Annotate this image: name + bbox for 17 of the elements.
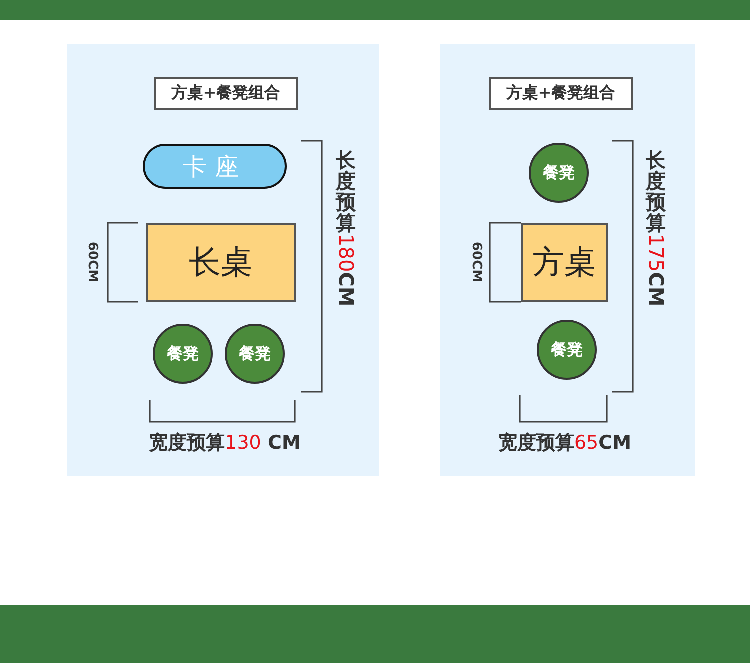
table-box: 方桌 — [521, 223, 608, 302]
dimension-label: 长度预算180CM — [334, 150, 359, 307]
dimension-label: 宽度预算130 CM — [148, 431, 302, 456]
booth-seat: 卡座 — [143, 144, 287, 189]
panel-background — [67, 44, 379, 476]
stool-circle: 餐凳 — [153, 324, 213, 384]
stool-circle: 餐凳 — [225, 324, 285, 384]
panel-background — [440, 44, 695, 476]
dimension-label: 60CM — [468, 241, 485, 285]
title-box: 方桌+餐凳组合 — [154, 77, 298, 110]
dimension-label: 宽度预算65CM — [497, 431, 633, 456]
table-box: 长桌 — [146, 223, 296, 302]
title-box: 方桌+餐凳组合 — [489, 77, 633, 110]
stool-circle: 餐凳 — [537, 320, 597, 380]
stool-circle: 餐凳 — [529, 143, 589, 203]
dimension-label: 60CM — [84, 241, 101, 285]
dimension-label: 长度预算175CM — [644, 150, 669, 307]
